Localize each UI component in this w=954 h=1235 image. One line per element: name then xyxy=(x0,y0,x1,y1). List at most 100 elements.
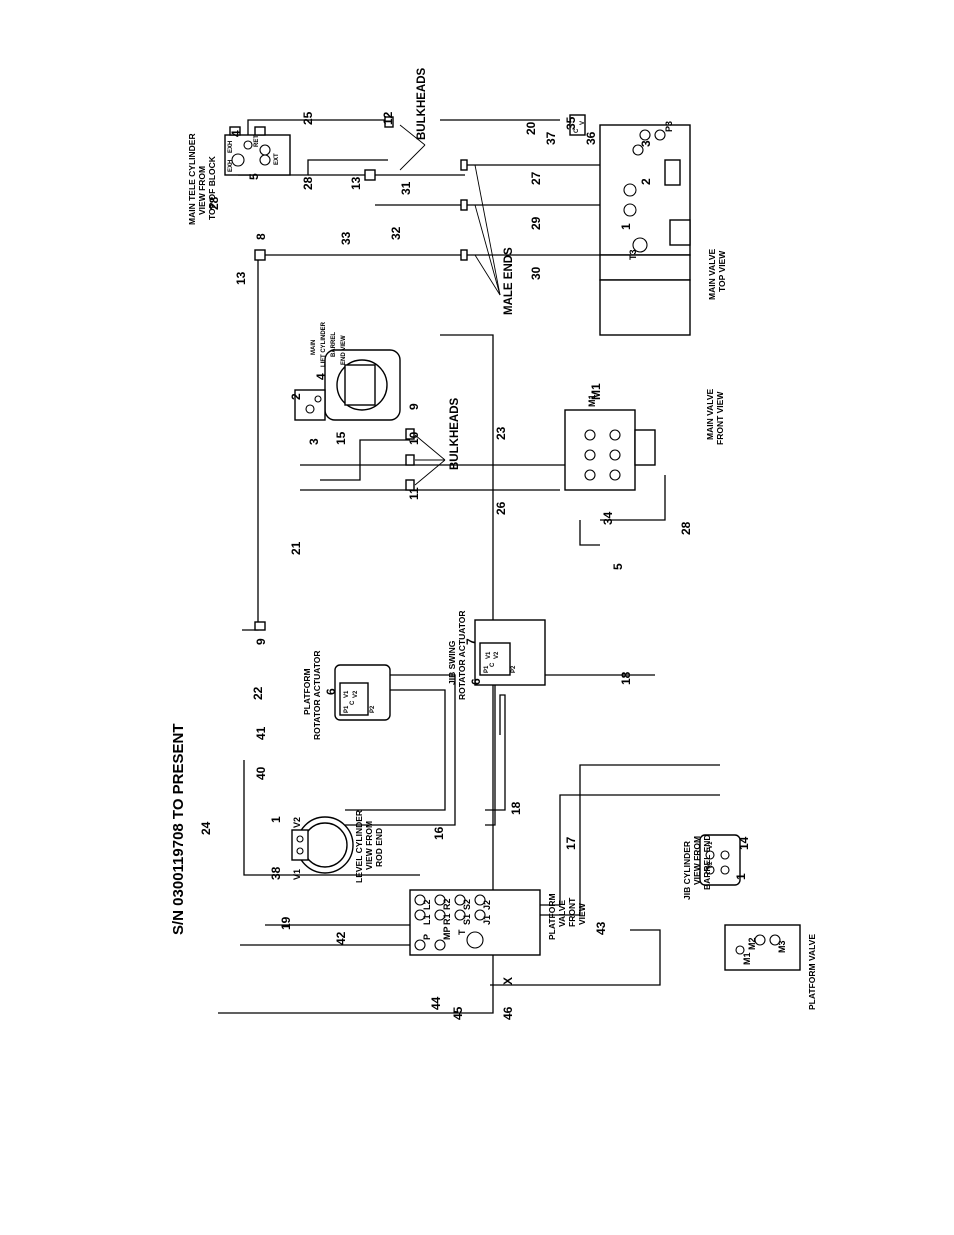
callouts: 4 5 28 25 28 1 2 13 31 32 8 13 3 3 20 27 2… xyxy=(199,111,751,1020)
jib-rot-c: C xyxy=(490,662,496,667)
callout-10: 10 xyxy=(407,431,421,445)
plat-valve-body xyxy=(409,889,541,956)
main-valve-top-view: P3 T3 MAIN VALVE TOP VIEW C V xyxy=(569,114,727,336)
main-valve-front-view: M1 MAIN VALVE FRONT VIEW xyxy=(564,389,725,491)
lift-label-2: LIFT CYLINDER xyxy=(321,321,327,367)
jib-cyl-label-2: VIEW FROM xyxy=(692,836,702,885)
callout-7: 7 xyxy=(464,638,478,645)
cv-v: V xyxy=(580,121,586,125)
pv-m1: M1 xyxy=(742,952,752,965)
level-valve-block xyxy=(291,829,309,861)
check-valve xyxy=(569,114,586,136)
callout-17: 17 xyxy=(564,836,578,850)
callout-41: 41 xyxy=(254,726,268,740)
callout-37: 37 xyxy=(544,131,558,145)
level-label-1: LEVEL CYLINDER xyxy=(354,810,364,883)
plat-rot-v2: V2 xyxy=(353,690,359,698)
callout-1-level: 1 xyxy=(269,816,283,823)
pv-j1: J1 xyxy=(482,915,492,925)
callout-3-top: 3 xyxy=(639,140,653,147)
callout-28-lower: 28 xyxy=(679,521,693,535)
level-cylinder: V2 V1 LEVEL CYLINDER VIEW FROM ROD END xyxy=(291,810,384,883)
pv-r2: R2 xyxy=(442,898,452,910)
callout-32: 32 xyxy=(389,226,403,240)
tele-label-2: VIEW FROM xyxy=(197,166,207,215)
jib-cyl-v2: V2 xyxy=(708,861,714,869)
tele-label-3: TOP OF BLOCK xyxy=(207,155,217,220)
valve-top-label-1: MAIN VALVE xyxy=(707,249,717,300)
callout-11: 11 xyxy=(407,487,421,500)
pv-label-2: VALVE xyxy=(557,900,567,927)
callout-1-top: 1 xyxy=(619,223,633,230)
callout-5: 5 xyxy=(247,173,261,180)
diagram-title: S/N 0300119708 TO PRESENT xyxy=(170,723,187,935)
bulkheads-upper-label: BULKHEADS xyxy=(416,67,428,140)
tele-label-1: MAIN TELE CYLINDER xyxy=(187,133,197,225)
callout-18-top: 18 xyxy=(619,671,633,685)
callout-m1: M1 xyxy=(589,383,603,400)
callout-14: 14 xyxy=(737,836,751,850)
jib-rot-label-2: ROTATOR ACTUATOR xyxy=(457,610,467,700)
callout-19: 19 xyxy=(279,916,293,930)
callout-29: 29 xyxy=(529,216,543,230)
callout-9-upper: 9 xyxy=(407,403,421,410)
valve-front-label-2: FRONT VIEW xyxy=(715,391,725,445)
callout-31: 31 xyxy=(399,181,413,195)
valve-front-body xyxy=(564,409,636,491)
pv-l1: L1 xyxy=(422,914,432,925)
callout-45: 45 xyxy=(451,1006,465,1020)
level-v1: V1 xyxy=(292,869,302,880)
platform-rotator-actuator: P1 P2 V1 V2 C PLATFORM ROTATOR ACTUATOR xyxy=(302,650,391,740)
callout-1-jib: 1 xyxy=(734,873,748,880)
callout-25: 25 xyxy=(301,111,315,125)
pv-mp: MP xyxy=(442,927,452,941)
rotated-drawing: S/N 0300119708 TO PRESENT xyxy=(170,67,817,1020)
platform-valve-detail: M1 M2 M3 PLATFORM VALVE xyxy=(724,924,817,1010)
callout-20: 20 xyxy=(524,121,538,135)
jib-cylinder: V1 V2 JIB CYLINDER VIEW FROM BARREL END xyxy=(682,834,741,900)
pv-label-3: FRONT xyxy=(567,897,577,927)
callout-4: 4 xyxy=(229,130,243,137)
callout-18: 18 xyxy=(509,801,523,815)
lift-label-1: MAIN xyxy=(311,340,317,355)
port-ret: RET xyxy=(254,135,260,147)
port-exh: EXH xyxy=(228,160,234,172)
callout-15: 15 xyxy=(334,431,348,445)
callout-34: 34 xyxy=(601,511,615,525)
valve-top-label-2: TOP VIEW xyxy=(717,250,727,292)
callout-30: 30 xyxy=(529,266,543,280)
pv-l2: L2 xyxy=(422,899,432,910)
port-ext: EXT xyxy=(274,153,280,165)
callout-43: 43 xyxy=(594,921,608,935)
jib-rot-v1: V1 xyxy=(486,651,492,659)
pv-label-1: PLATFORM xyxy=(547,893,557,940)
jib-swing-rotator-actuator: P1 P2 V1 V2 C JIB SWING ROTATOR ACTUATOR xyxy=(447,610,546,700)
plat-rot-c: C xyxy=(350,700,356,705)
port-t3: T3 xyxy=(628,249,638,260)
callout-42: 42 xyxy=(334,931,348,945)
pv-detail-label: PLATFORM VALVE xyxy=(807,934,817,1010)
main-lift-cylinder: MAIN LIFT CYLINDER BARREL END VIEW xyxy=(294,321,401,421)
pv-j2: J2 xyxy=(482,900,492,910)
callout-8: 8 xyxy=(254,233,268,240)
callout-2-top: 2 xyxy=(639,178,653,185)
lift-label-4: END VIEW xyxy=(341,335,347,365)
bulkheads-lower-label: BULKHEADS xyxy=(449,397,461,470)
callout-x: X xyxy=(501,977,515,985)
plat-rot-p1: P1 xyxy=(344,705,350,713)
pv-p: P xyxy=(422,934,432,940)
callout-21: 21 xyxy=(289,541,303,555)
callout-27: 27 xyxy=(529,171,543,185)
callout-24: 24 xyxy=(199,821,213,835)
callout-13-upper: 13 xyxy=(349,176,363,190)
callout-28: 28 xyxy=(301,176,315,190)
pv-m2: M2 xyxy=(747,937,757,950)
jib-rot-p2: P2 xyxy=(511,665,517,673)
callout-13-lower: 13 xyxy=(234,271,248,285)
callout-3-lift: 3 xyxy=(307,438,321,445)
callout-26: 26 xyxy=(494,501,508,515)
callout-36: 36 xyxy=(584,131,598,145)
valve-front-label-1: MAIN VALVE xyxy=(705,389,715,440)
callout-6-jib: 6 xyxy=(469,678,483,685)
